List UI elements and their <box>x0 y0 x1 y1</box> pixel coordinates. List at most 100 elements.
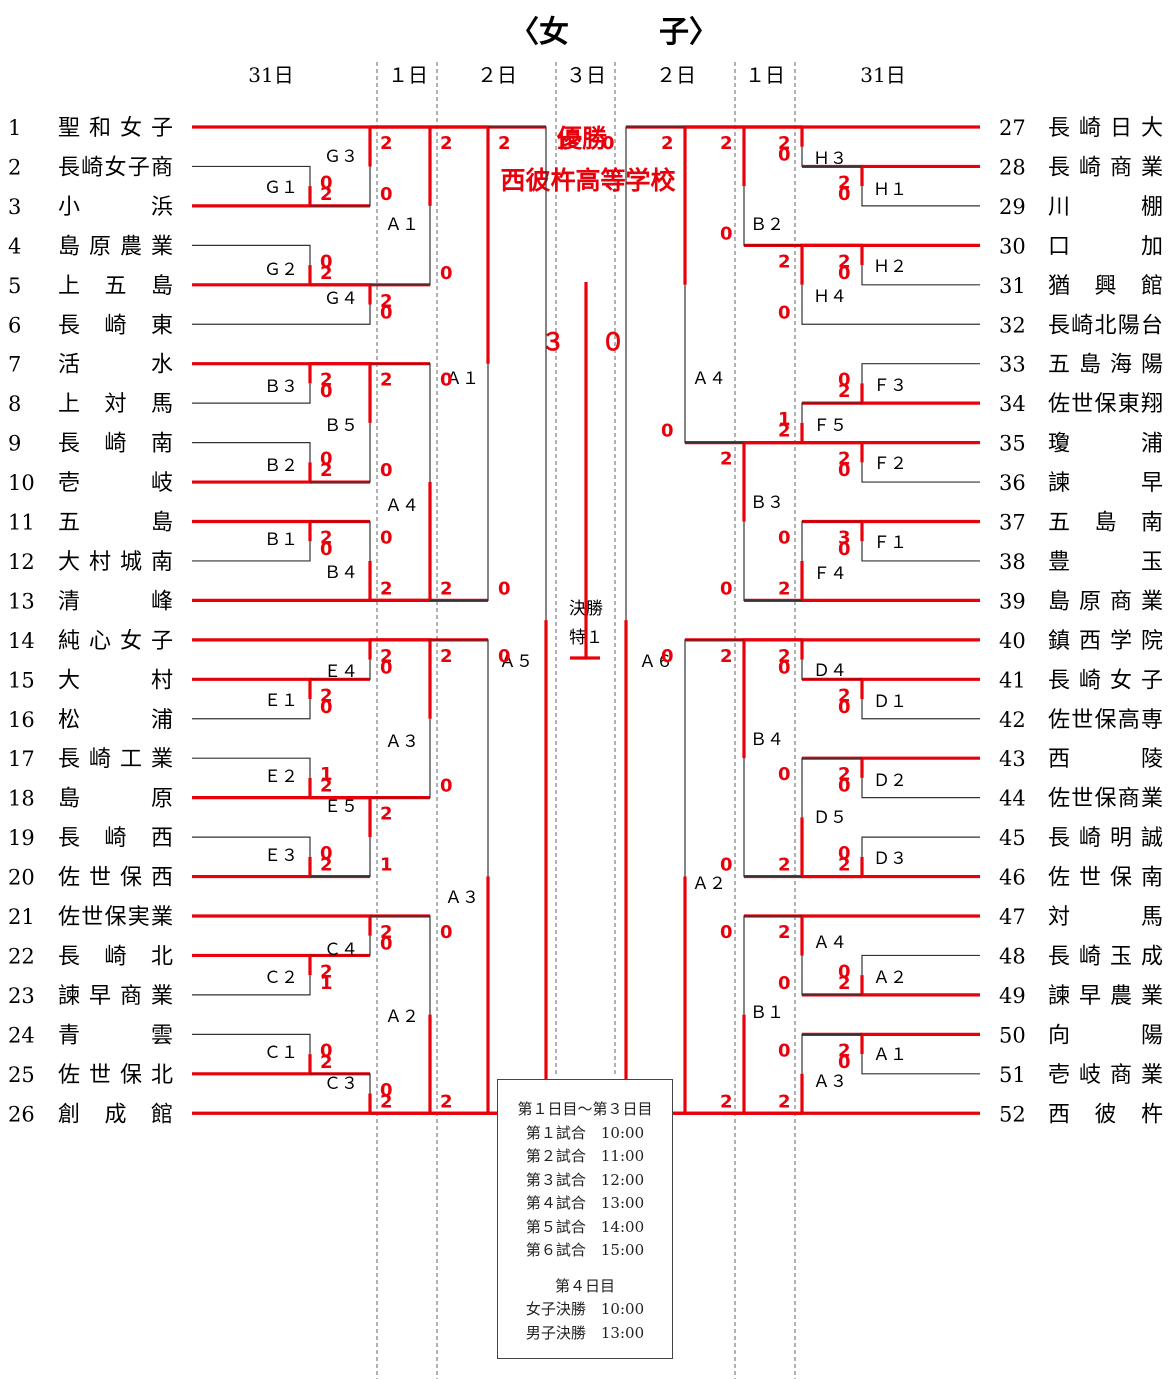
schedule-row-6: 第６試合 15:00 <box>525 1241 645 1259</box>
winner-path-line <box>742 125 802 187</box>
score-bottom: 2 <box>320 776 333 797</box>
winner-path-line <box>310 362 372 423</box>
team-number: 33 <box>999 353 1026 377</box>
score-bottom: 0 <box>498 578 511 599</box>
bracket-line <box>861 541 980 562</box>
team-number: 43 <box>999 747 1026 771</box>
team-number: 25 <box>8 1063 35 1087</box>
team-name: 佐世保北 <box>58 1063 174 1088</box>
bracket-line <box>801 402 862 423</box>
team-number: 11 <box>8 511 35 535</box>
score-top: 2 <box>838 1040 851 1061</box>
match-label: Ｂ２ <box>264 456 298 476</box>
score-bottom: 0 <box>838 460 851 481</box>
schedule-row-1: 第１試合 10:00 <box>525 1123 645 1142</box>
match-label: Ｂ１ <box>264 530 298 550</box>
bracket-line <box>861 186 980 207</box>
team-number: 8 <box>8 392 21 416</box>
team-number: 47 <box>999 905 1026 929</box>
team-number: 15 <box>8 668 35 692</box>
match-label: Ｆ２ <box>873 454 907 474</box>
team-number: 52 <box>999 1102 1026 1126</box>
match-label: Ｂ４ <box>750 730 784 750</box>
bracket-line <box>310 166 371 207</box>
team-name: 長崎商業 <box>1048 155 1164 180</box>
bracket-line <box>625 126 685 621</box>
bracket-line <box>743 521 802 602</box>
team-name: 佐世保実業 <box>58 905 174 930</box>
score-top: 3 <box>838 528 851 549</box>
score-top: 0 <box>838 961 851 982</box>
day-header-center-3: ３日 <box>566 63 606 87</box>
winner-path-line <box>370 1014 432 1115</box>
bracket-line <box>192 757 311 778</box>
match-label: Ｃ２ <box>264 968 298 988</box>
score-bottom: 0 <box>380 302 393 323</box>
schedule-row-women-final: 女子決勝 10:00 <box>525 1300 645 1318</box>
score-top: 0 <box>778 528 791 549</box>
match-label: Ａ３ <box>813 1072 847 1092</box>
score-top: 1 <box>556 133 569 154</box>
score-top: 0 <box>838 370 851 391</box>
score-bottom: 2 <box>838 381 851 402</box>
bracket-line <box>192 383 311 404</box>
team-number: 51 <box>999 1063 1026 1087</box>
score-top: 2 <box>838 251 851 272</box>
score-top: 1 <box>778 409 791 430</box>
bracket-line <box>370 363 431 483</box>
day-header-right-31: 31日 <box>860 63 905 87</box>
match-label: Ｅ４ <box>324 662 358 682</box>
team-number: 21 <box>8 905 35 929</box>
schedule-box: 第１日目～第３日目 第１試合 10:00 第２試合 11:00 第３試合 12:… <box>497 1079 673 1359</box>
match-label: Ａ３ <box>385 732 419 752</box>
match-label: Ｆ１ <box>873 533 907 553</box>
bracket-line <box>310 659 371 680</box>
day-column-guides <box>376 62 796 1379</box>
team-number: 27 <box>999 116 1026 140</box>
team-name: 長崎玉成 <box>1048 944 1164 969</box>
score-bottom: 0 <box>778 302 791 323</box>
team-name: 長崎日大 <box>1048 116 1164 141</box>
score-top: 2 <box>380 291 393 312</box>
score-bottom: 2 <box>778 421 791 442</box>
score-top: 2 <box>320 370 333 391</box>
winner-path-line <box>192 914 372 936</box>
score-top: 2 <box>778 133 791 154</box>
schedule-row-2: 第２試合 11:00 <box>525 1147 645 1165</box>
score-bottom: 2 <box>778 578 791 599</box>
score-top: 0 <box>320 449 333 470</box>
bracket-title: 〈女 子〉 <box>509 15 719 50</box>
match-label: Ｈ３ <box>813 149 847 169</box>
score-bottom: 0 <box>838 1052 851 1073</box>
team-number: 37 <box>999 511 1026 535</box>
schedule-heading-day-4: 第４日目 <box>554 1276 615 1295</box>
bracket-lines <box>192 125 980 1115</box>
score-bottom: 0 <box>380 657 393 678</box>
team-name: 活 水 <box>58 353 174 378</box>
score-top: 2 <box>440 133 453 154</box>
score-top: 2 <box>380 922 393 943</box>
match-label: Ｆ４ <box>813 564 847 584</box>
bracket-line <box>488 126 547 621</box>
score-top: 2 <box>380 646 393 667</box>
score-bottom: 0 <box>720 855 733 876</box>
match-labels: Ｇ１Ｇ３Ｇ２Ｇ４Ａ１Ｂ３Ｂ２Ｂ５Ｂ１Ｂ４Ａ４Ａ１Ｅ１Ｅ４Ｅ２Ｅ３Ｅ５Ａ３Ｃ２Ｃ４… <box>264 147 907 1094</box>
match-label: Ａ１ <box>873 1045 907 1065</box>
score-top: 0 <box>320 843 333 864</box>
team-number: 45 <box>999 826 1026 850</box>
score-top: 0 <box>602 133 615 154</box>
match-label: Ｈ１ <box>873 180 907 200</box>
team-number: 9 <box>8 432 21 456</box>
team-number: 28 <box>999 155 1026 179</box>
day-header-right-1: １日 <box>745 63 785 87</box>
score-bottom: 2 <box>440 578 453 599</box>
bracket-line <box>861 1054 980 1075</box>
bracket-line <box>192 1033 311 1055</box>
score-bottom: 0 <box>838 697 851 718</box>
team-name: 小 浜 <box>58 195 174 220</box>
bracket-line <box>861 836 980 857</box>
bracket-line <box>310 837 371 878</box>
team-name: 島 原 <box>58 787 174 812</box>
team-number: 35 <box>999 432 1026 456</box>
